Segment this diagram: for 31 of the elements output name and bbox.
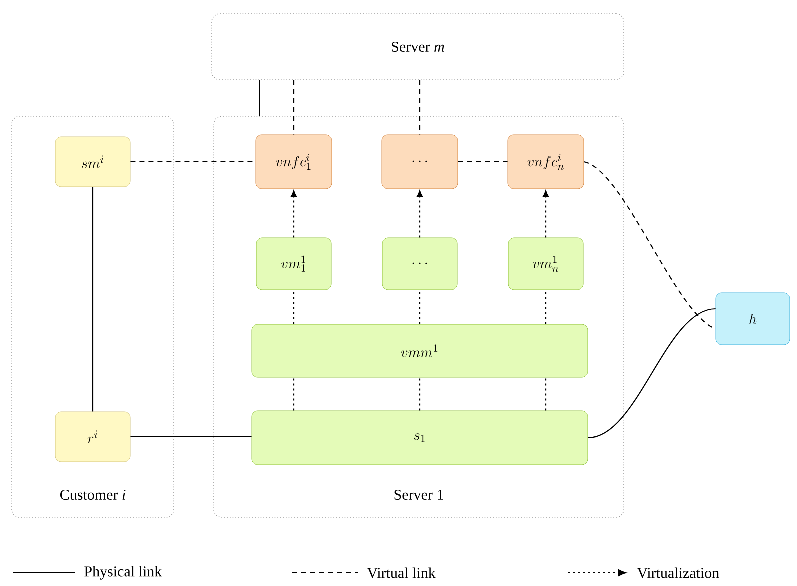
function-box: $\cdots$ <box>382 134 458 190</box>
legend-label: Physical link <box>84 566 162 580</box>
link-line <box>545 378 547 411</box>
server-box: Server m <box>212 14 624 80</box>
vm-box: $s_{1}$ <box>252 410 588 466</box>
legend-label: Virtual link <box>367 568 436 578</box>
link-line <box>419 80 421 135</box>
link-line <box>259 80 260 116</box>
link-line <box>293 80 295 135</box>
virtualization-arrow <box>543 190 550 238</box>
link-line <box>419 290 421 324</box>
link-line <box>419 378 421 411</box>
virtualization-arrow <box>291 190 298 238</box>
vm-box: $vm_{n}^{1}$ <box>508 238 584 290</box>
function-box: $vnfc_{1}^{i}$ <box>256 134 332 190</box>
link-line <box>293 378 295 411</box>
link-line <box>92 187 94 412</box>
device-box: $sm^{i}$ <box>55 136 131 188</box>
vm-box: $vm_{1}^{1}$ <box>256 238 332 290</box>
host-box: $h$ <box>716 292 790 346</box>
device-box: $r^{i}$ <box>55 412 131 462</box>
virtualization-arrow <box>417 190 424 238</box>
link-line <box>130 436 252 438</box>
link-line <box>458 161 508 163</box>
function-box: $vnfc_{n}^{i}$ <box>508 134 584 190</box>
vm-box: $vmm^{1}$ <box>252 324 588 378</box>
link-line <box>588 308 716 439</box>
link-line <box>293 290 295 324</box>
vm-box: $\cdots$ <box>382 238 458 290</box>
legend-label: Virtualization <box>637 568 720 578</box>
link-line <box>545 290 547 324</box>
